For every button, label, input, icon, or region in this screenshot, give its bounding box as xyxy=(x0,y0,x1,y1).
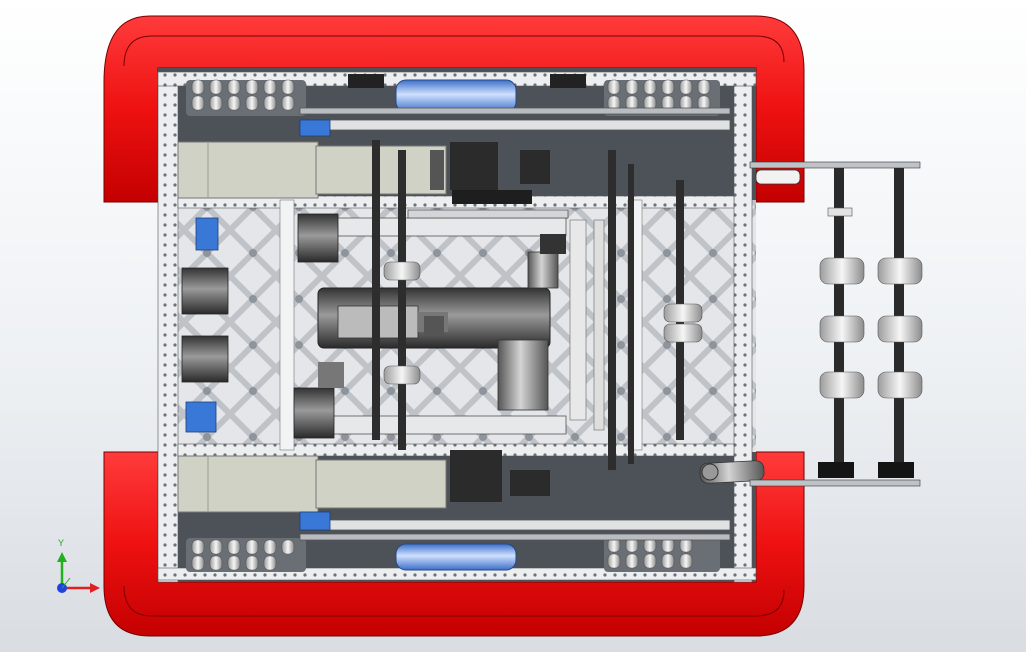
intake-assembly xyxy=(749,161,923,487)
coordinate-triad: Y xyxy=(57,538,100,593)
side-motors xyxy=(181,213,344,439)
sprocket-chains xyxy=(424,142,550,502)
arm-assembly xyxy=(177,141,447,513)
blue-mount-blocks xyxy=(185,119,331,531)
drive-wheels-top xyxy=(186,74,720,116)
bumper-bottom xyxy=(103,451,805,637)
y-axis-label: Y xyxy=(58,538,64,548)
belt-rails xyxy=(299,107,731,541)
pneumatic-cylinder xyxy=(699,460,765,484)
frame-rollers xyxy=(383,261,703,385)
drive-wheels-bottom xyxy=(186,536,720,572)
bumper-top xyxy=(103,15,805,203)
